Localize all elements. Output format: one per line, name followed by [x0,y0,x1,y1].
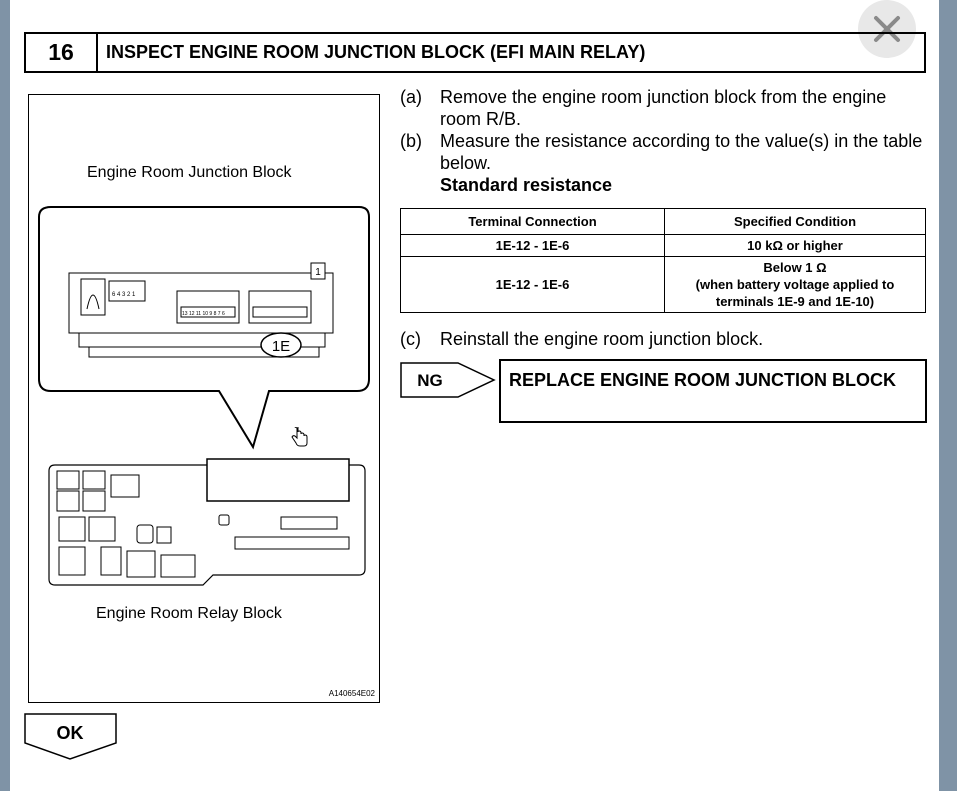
ng-label: NG [417,371,443,390]
ok-arrow[interactable]: OK [24,713,118,761]
document-page [10,0,939,791]
junction-block-label: Engine Room Junction Block [87,164,292,181]
table-cell: 10 kΩ or higher [664,234,926,257]
table-cell: Below 1 Ω (when battery voltage applied … [664,256,926,313]
resistance-table: Terminal Connection Specified Condition … [400,208,926,313]
step-header: 16 INSPECT ENGINE ROOM JUNCTION BLOCK (E… [24,32,926,73]
figure-code: A140654E02 [328,689,375,698]
step-b: (b) Measure the resistance according to … [400,130,928,174]
close-icon [874,16,900,42]
hand-cursor-icon [291,427,308,447]
close-button[interactable] [858,0,916,58]
condition-line: (when battery voltage applied to [695,277,895,292]
pins-row-a-text: 6 4 3 2 1 [112,292,136,298]
table-header-row: Terminal Connection Specified Condition [400,208,926,235]
step-b-text: Measure the resistance according to the … [440,131,923,173]
step-c-letter: (c) [400,329,421,349]
step-a: (a) Remove the engine room junction bloc… [400,86,928,130]
illustration-figure: Engine Room Junction Block 6 4 3 2 1 13 … [28,94,380,703]
ng-action-box: REPLACE ENGINE ROOM JUNCTION BLOCK [499,359,927,423]
step-number: 16 [26,34,98,71]
pins-row-b-text: 13 12 11 10 9 8 7 6 [182,311,225,317]
instructions: (a) Remove the engine room junction bloc… [400,86,928,196]
pin-box-label: 1 [315,267,321,278]
condition-line: terminals 1E-9 and 1E-10) [715,294,875,309]
standard-resistance-heading: Standard resistance [440,175,613,195]
step-c-text: Reinstall the engine room junction block… [440,329,764,349]
table-header: Specified Condition [664,208,926,235]
step-a-text: Remove the engine room junction block fr… [440,87,887,129]
relay-block-label: Engine Room Relay Block [96,605,282,622]
step-title: INSPECT ENGINE ROOM JUNCTION BLOCK (EFI … [106,42,646,62]
table-row: 1E-12 - 1E-6 Below 1 Ω (when battery vol… [400,256,926,313]
step-b-letter: (b) [400,131,422,151]
junction-block-illustration: 6 4 3 2 1 13 12 11 10 9 8 7 6 1 1E [38,206,370,586]
step-a-letter: (a) [400,87,422,107]
table-cell: 1E-12 - 1E-6 [400,234,665,257]
table-row: 1E-12 - 1E-6 10 kΩ or higher [400,234,926,257]
ok-label: OK [57,723,84,743]
condition-line: Below 1 Ω [763,260,827,275]
step-c: (c) Reinstall the engine room junction b… [400,329,763,350]
table-header: Terminal Connection [400,208,665,235]
connector-label: 1E [272,338,290,355]
ng-arrow[interactable]: NG [400,362,496,398]
table-cell: 1E-12 - 1E-6 [400,256,665,313]
